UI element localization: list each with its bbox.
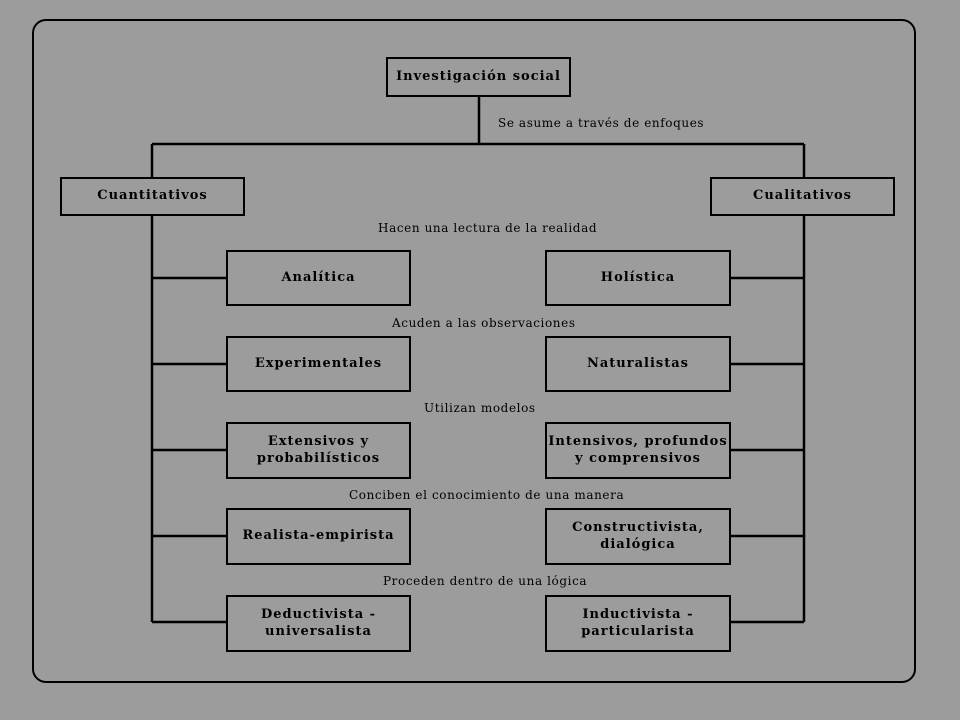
left-node: Extensivos y probabilísticos [226, 422, 411, 479]
right-node: Naturalistas [545, 336, 731, 392]
diagram-frame [32, 19, 916, 683]
left-node: Realista-empirista [226, 508, 411, 565]
row-label: Acuden a las observaciones [392, 316, 576, 330]
row-label: Hacen una lectura de la realidad [378, 221, 598, 235]
branch-left-node: Cuantitativos [60, 177, 245, 216]
left-node: Experimentales [226, 336, 411, 392]
right-node: Constructivista, dialógica [545, 508, 731, 565]
row-label: Proceden dentro de una lógica [383, 574, 588, 588]
branch-right-node: Cualitativos [710, 177, 895, 216]
root-node: Investigación social [386, 57, 571, 97]
right-node: Inductivista - particularista [545, 595, 731, 652]
row-label: Conciben el conocimiento de una manera [349, 488, 625, 502]
root-connector-label: Se asume a través de enfoques [498, 116, 705, 130]
left-node: Deductivista - universalista [226, 595, 411, 652]
left-node: Analítica [226, 250, 411, 306]
right-node: Holística [545, 250, 731, 306]
row-label: Utilizan modelos [424, 401, 536, 415]
right-node: Intensivos, profundos y comprensivos [545, 422, 731, 479]
